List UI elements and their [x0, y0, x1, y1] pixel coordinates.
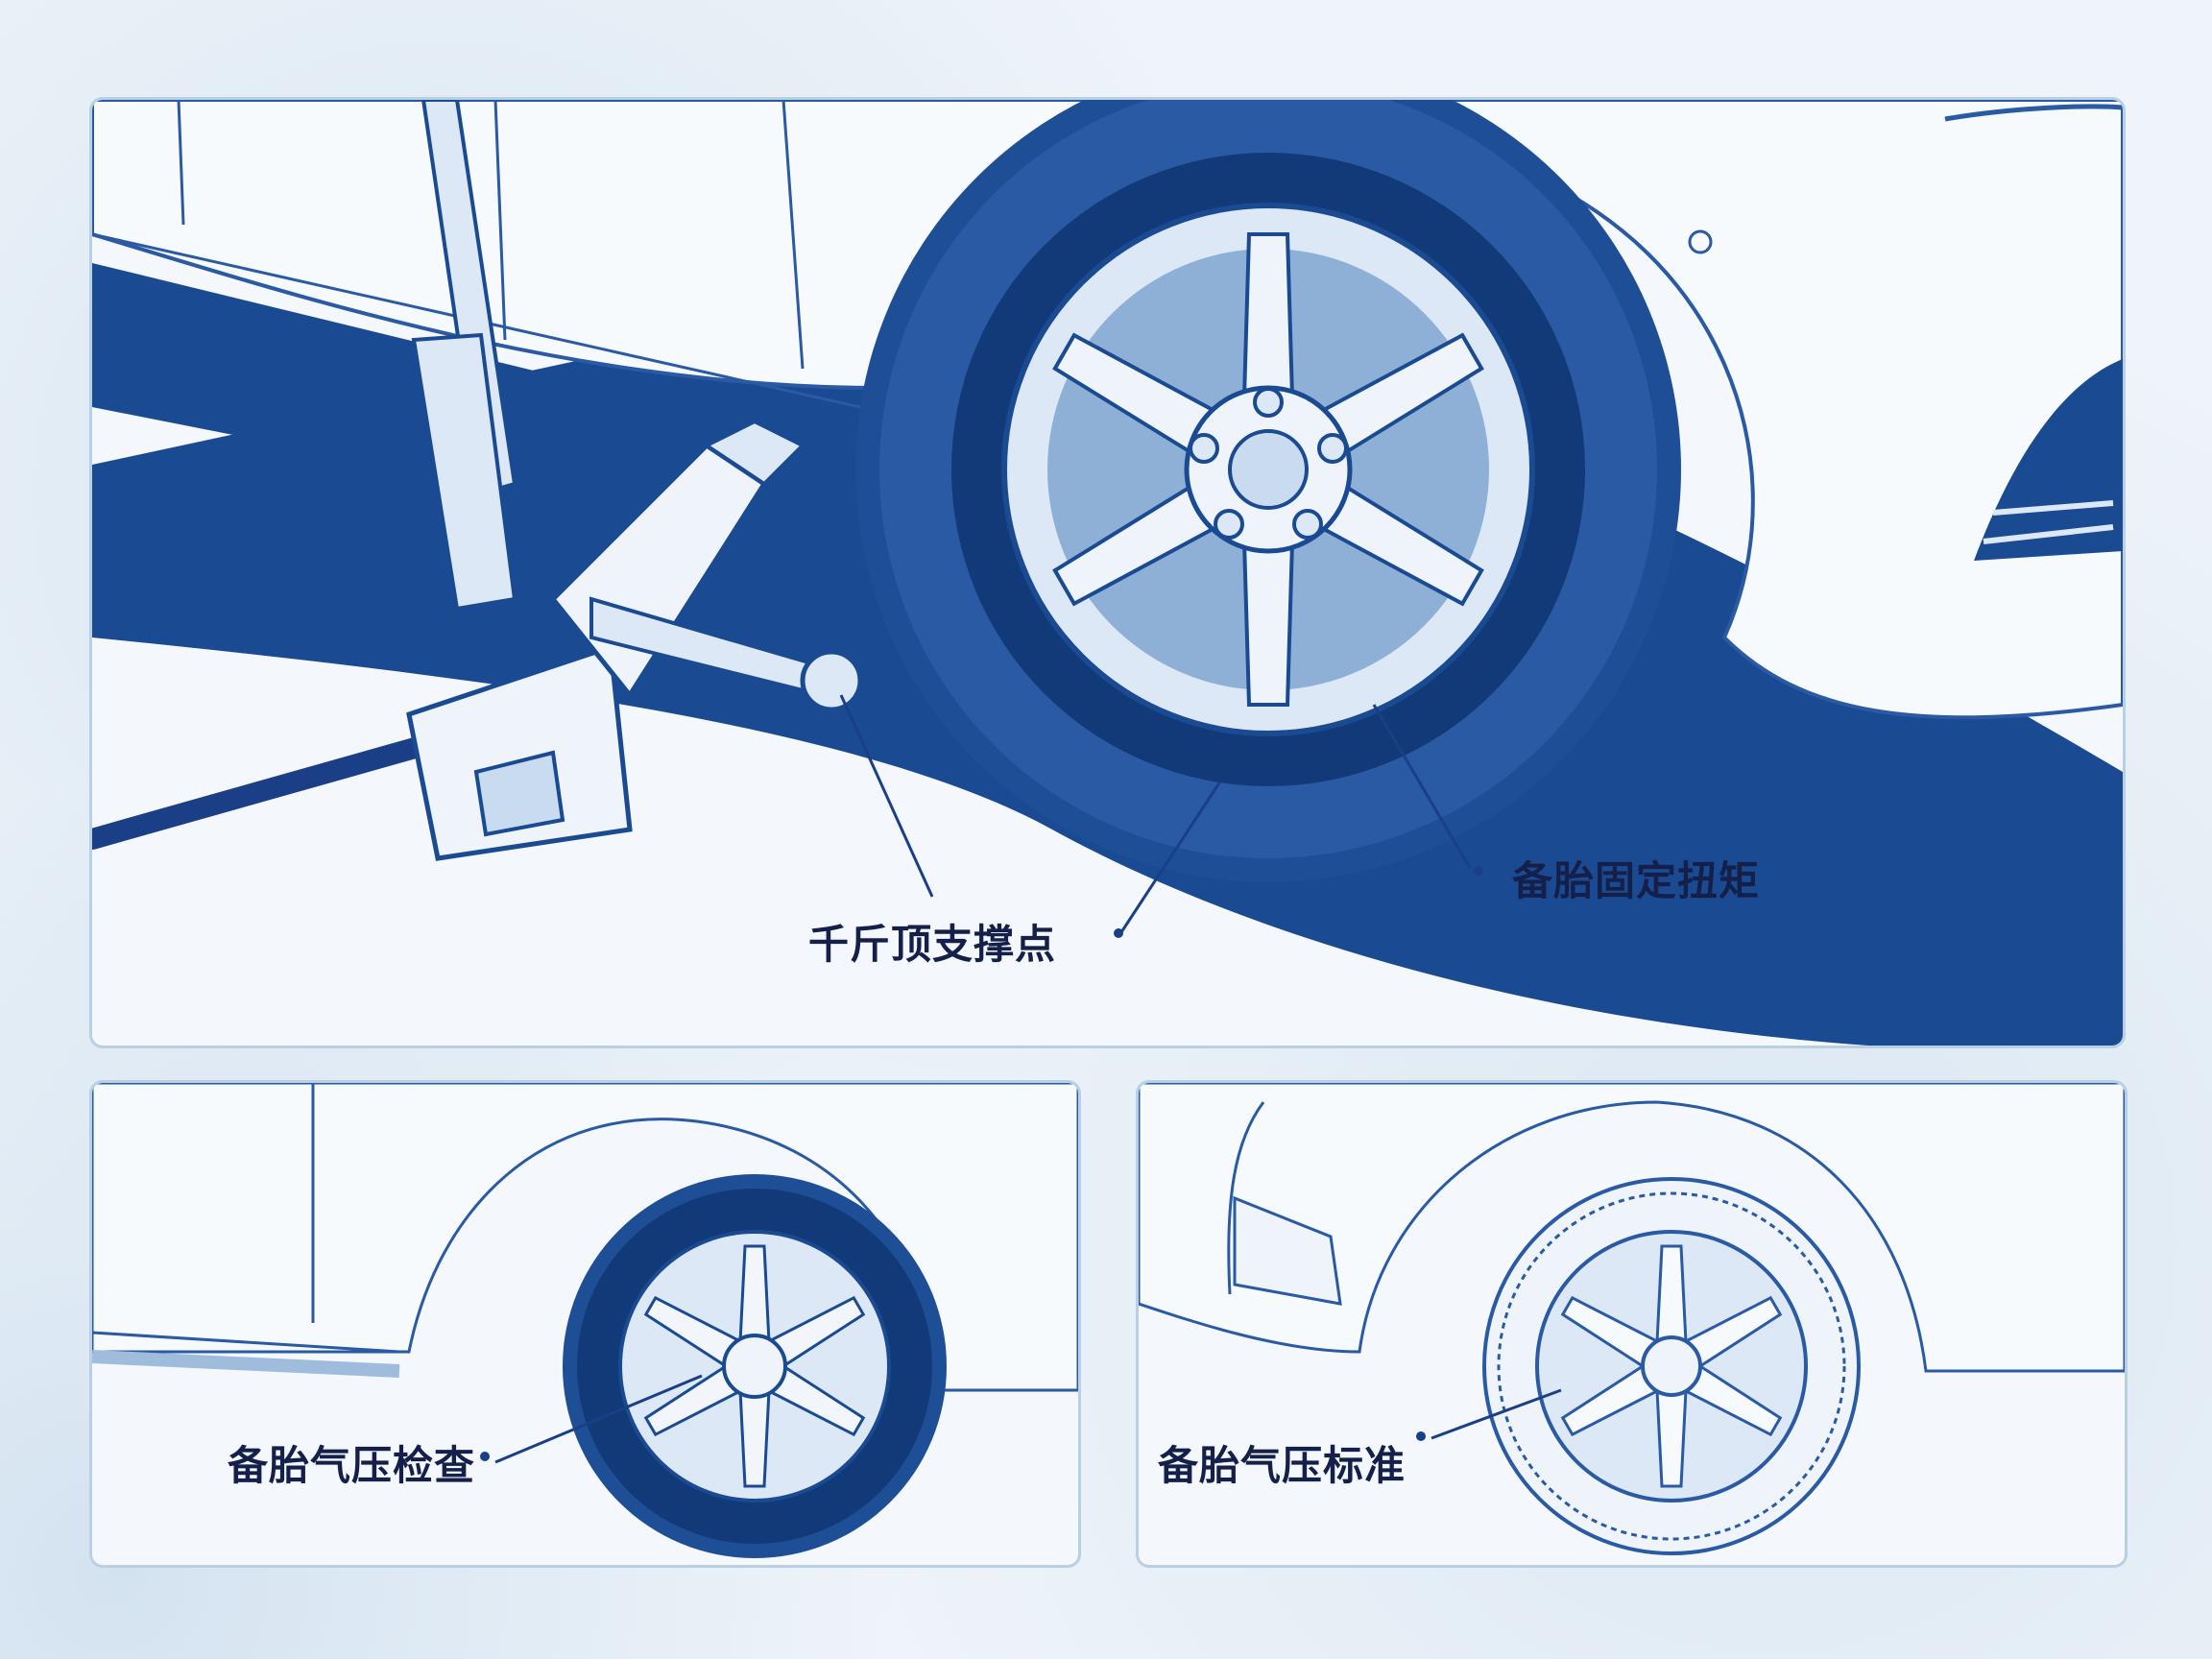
jack-scene-panel [89, 97, 2126, 1048]
jack-scene-illustration [92, 100, 2123, 1046]
leader-spare-torque [1372, 704, 1472, 869]
pressure-check-illustration [92, 1083, 1078, 1558]
label-spare-torque: 备胎固定扭矩 [1512, 857, 1761, 904]
label-dot-spare-torque [1474, 866, 1483, 876]
label-dot-pressure-standard [1416, 1431, 1426, 1441]
label-dot-tire-bottom [1114, 928, 1123, 938]
leader-jack-point [839, 694, 934, 898]
label-dot-pressure-check [480, 1452, 490, 1461]
pressure-standard-panel [1136, 1080, 2128, 1568]
leader-tire-bottom [1118, 781, 1222, 936]
pressure-standard-illustration [1139, 1083, 2125, 1555]
label-jack-point: 千斤顶支撑点 [808, 921, 1057, 968]
spare-tire-main [855, 100, 1681, 882]
floor-jack [92, 100, 863, 861]
pressure-check-panel [89, 1080, 1081, 1568]
label-pressure-check: 备胎气压检查 [228, 1442, 476, 1489]
label-pressure-standard: 备胎气压标准 [1158, 1442, 1407, 1489]
